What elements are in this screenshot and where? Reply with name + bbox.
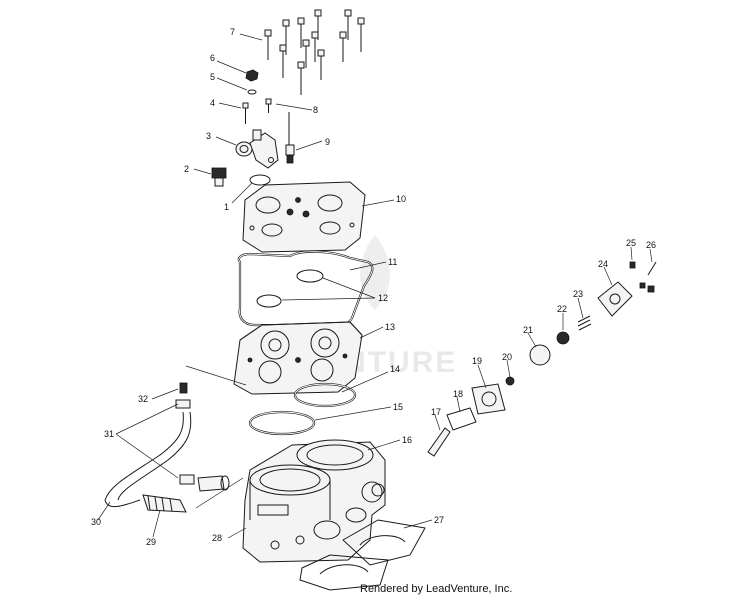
callout-2: 2 — [184, 164, 189, 174]
callout-28: 28 — [212, 533, 222, 543]
callout-25: 25 — [626, 238, 636, 248]
exhaust-gasket — [299, 519, 426, 591]
callout-19: 19 — [472, 356, 482, 366]
leader-lines — [97, 33, 653, 539]
callout-8: 8 — [313, 105, 318, 115]
callout-22: 22 — [557, 304, 567, 314]
callout-5: 5 — [210, 72, 215, 82]
watermark-flame-icon — [360, 235, 390, 310]
callout-29: 29 — [146, 537, 156, 547]
callout-24: 24 — [598, 259, 608, 269]
thermostat — [211, 167, 271, 187]
callout-4: 4 — [210, 98, 215, 108]
cylinder-base-gaskets — [248, 382, 357, 436]
callout-15: 15 — [393, 402, 403, 412]
head-bolts — [264, 9, 365, 95]
callout-3: 3 — [206, 131, 211, 141]
temperature-sender — [285, 144, 295, 164]
footer-credit: Rendered by LeadVenture, Inc. — [360, 583, 513, 595]
callout-14: 14 — [390, 364, 400, 374]
callout-17: 17 — [431, 407, 441, 417]
callout-21: 21 — [523, 325, 533, 335]
callout-30: 30 — [91, 517, 101, 527]
callout-12: 12 — [378, 293, 388, 303]
callout-1: 1 — [224, 202, 229, 212]
cylinder-head — [242, 181, 366, 253]
callout-6: 6 — [210, 53, 215, 63]
callout-9: 9 — [325, 137, 330, 147]
callout-31: 31 — [104, 429, 114, 439]
callout-20: 20 — [502, 352, 512, 362]
callout-10: 10 — [396, 194, 406, 204]
exhaust-valve-assembly — [427, 261, 657, 457]
callout-7: 7 — [230, 27, 235, 37]
thermostat-housing — [235, 129, 279, 169]
callout-27: 27 — [434, 515, 444, 525]
water-hose-assembly — [104, 382, 230, 513]
callout-11: 11 — [388, 257, 397, 267]
head-gasket — [237, 250, 374, 328]
callout-16: 16 — [402, 435, 412, 445]
callout-26: 26 — [646, 240, 656, 250]
callout-13: 13 — [385, 322, 395, 332]
callout-23: 23 — [573, 289, 583, 299]
callout-labels: 1 2 3 4 5 6 7 8 9 10 11 12 13 14 15 16 1… — [91, 27, 656, 547]
small-fasteners — [242, 69, 290, 145]
callout-18: 18 — [453, 389, 463, 399]
callout-32: 32 — [138, 394, 148, 404]
cylinder-head-insert — [233, 321, 363, 395]
cylinder-block — [242, 439, 386, 563]
